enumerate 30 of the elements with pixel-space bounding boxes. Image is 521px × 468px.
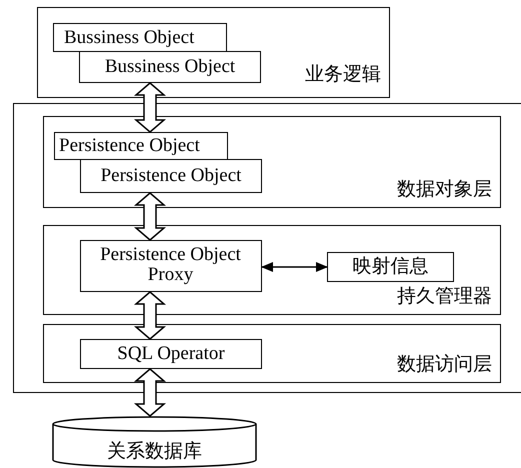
label-text: Persistence Object — [59, 136, 200, 156]
operator-box — [80, 339, 262, 369]
arrow — [261, 262, 328, 272]
label-text: 数据对象层 — [397, 180, 492, 200]
info-box — [327, 252, 454, 282]
label-text: 数据访问层 — [397, 355, 492, 375]
label-text: Persistence Object — [100, 166, 242, 186]
block-arrow — [134, 82, 166, 133]
label-text: 关系数据库 — [107, 442, 202, 462]
label-text: 映射信息 — [352, 256, 428, 276]
database-cylinder — [52, 416, 257, 468]
object-box — [54, 132, 228, 160]
label-text: 持久管理器 — [397, 287, 492, 307]
object-box — [80, 159, 262, 193]
object-box — [79, 51, 261, 83]
label-text: Bussiness Object — [104, 56, 236, 76]
label-text: SQL Operator — [117, 344, 225, 364]
block-arrow — [134, 368, 166, 417]
object-box — [53, 23, 227, 52]
layer-box — [43, 225, 501, 315]
proxy-box — [80, 240, 262, 292]
frame-box — [13, 103, 521, 393]
layer-box — [43, 116, 501, 208]
block-arrow — [134, 291, 166, 340]
label-text: Persistence Object Proxy — [99, 245, 242, 285]
layer-box — [43, 324, 501, 383]
block-arrow — [134, 192, 166, 241]
label-text: Bussiness Object — [64, 28, 194, 48]
layer-box — [37, 7, 390, 98]
label-text: 业务逻辑 — [305, 65, 381, 85]
